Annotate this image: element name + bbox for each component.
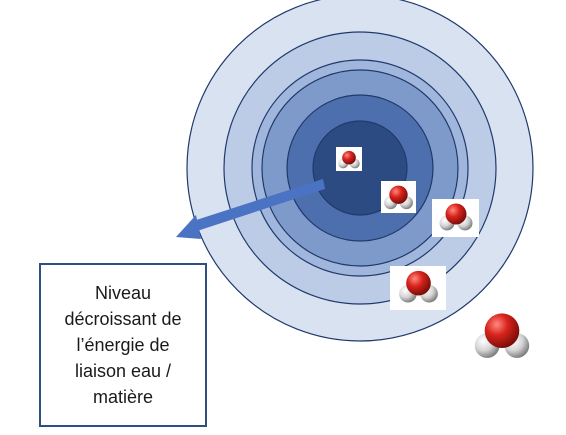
water-molecule-icon — [474, 313, 530, 358]
caption-box: Niveau décroissant de l’énergie de liais… — [39, 263, 207, 427]
water-molecule-icon — [336, 147, 362, 171]
water-molecule-icon — [390, 266, 446, 310]
caption-text: Niveau décroissant de l’énergie de liais… — [64, 283, 182, 407]
water-molecule-icon — [381, 181, 416, 213]
decreasing-energy-arrow — [176, 179, 325, 239]
water-molecule-icon — [432, 199, 479, 237]
